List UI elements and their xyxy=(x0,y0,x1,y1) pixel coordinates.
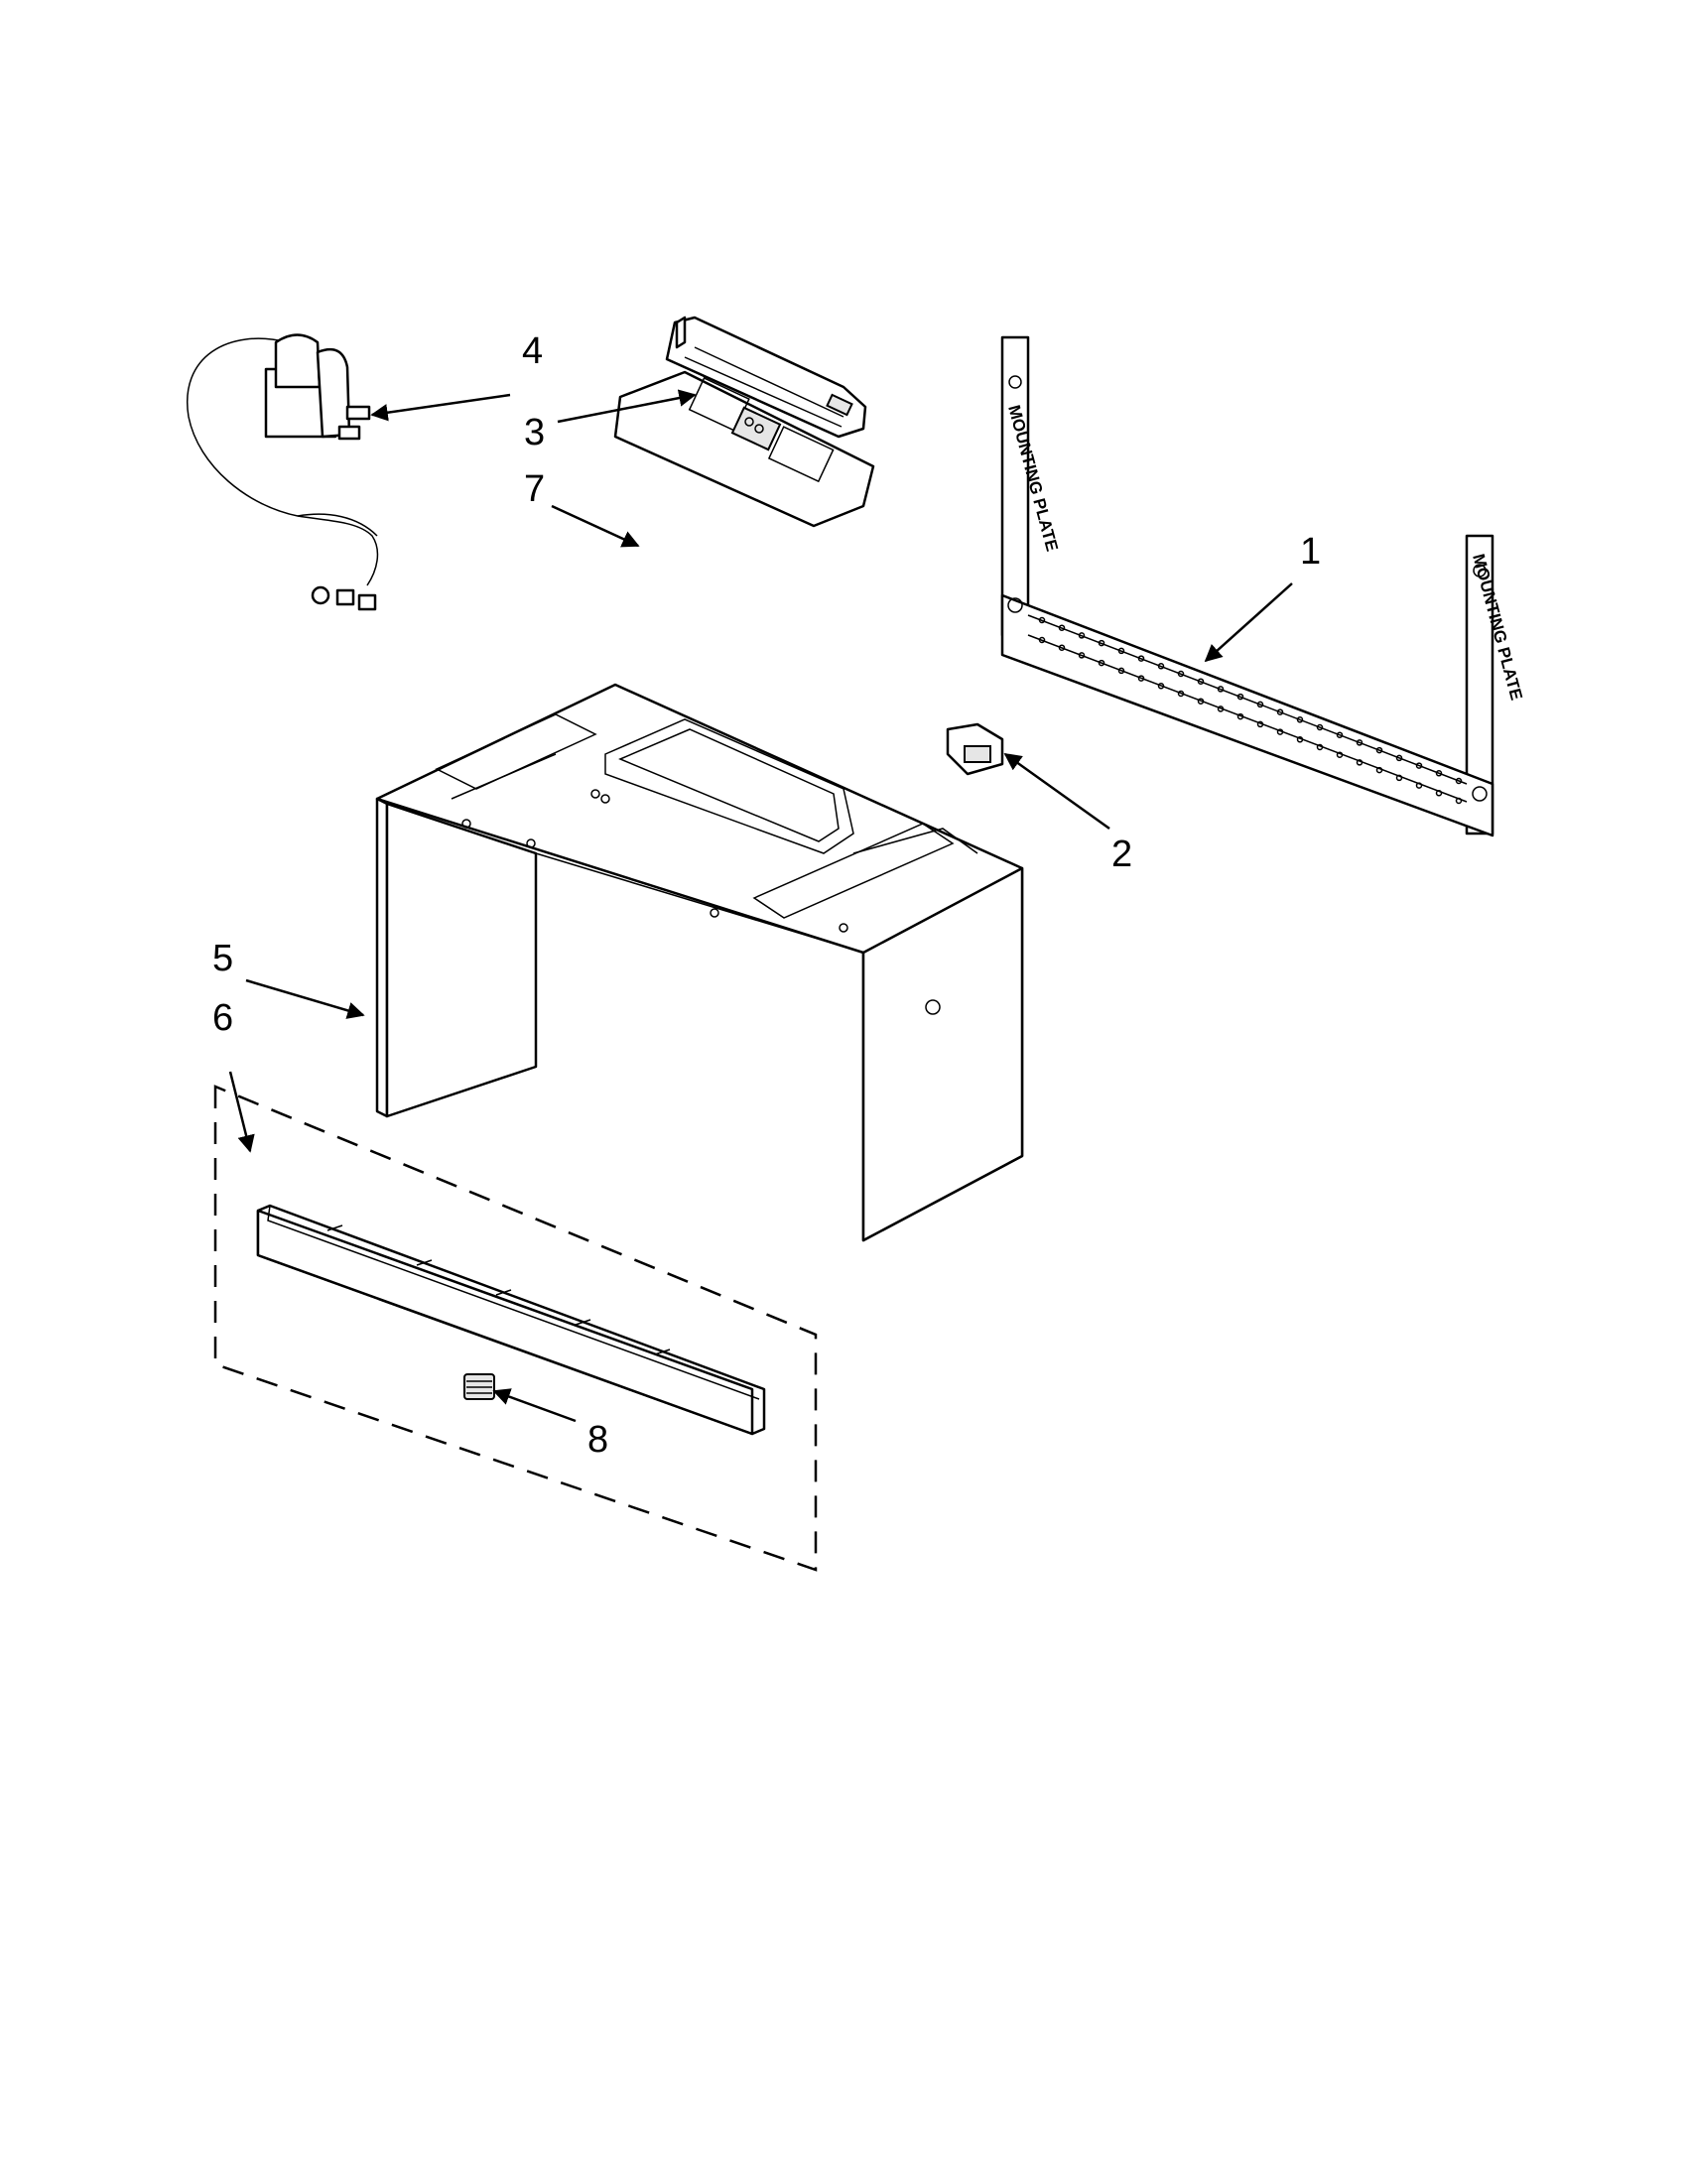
rivet-hole xyxy=(1078,632,1086,639)
rivet-hole xyxy=(1137,655,1145,662)
rivet-hole xyxy=(1058,624,1066,631)
leader-3 xyxy=(557,389,697,424)
rivet-hole xyxy=(1395,754,1403,762)
rivet-hole xyxy=(1038,616,1046,624)
rivet-hole xyxy=(1356,739,1363,746)
rivet-hole xyxy=(1137,675,1145,682)
vent-grille-part[interactable] xyxy=(256,1204,766,1436)
rivet-hole xyxy=(1197,678,1205,685)
rivet-hole xyxy=(1098,659,1105,667)
rivet-hole xyxy=(1058,644,1066,651)
rivet-hole xyxy=(1177,690,1185,698)
callout-8: 8 xyxy=(587,1419,608,1461)
rivet-hole xyxy=(1236,712,1244,720)
rivet-hole xyxy=(1316,723,1324,731)
clip-part[interactable] xyxy=(946,722,1004,776)
rivet-hole xyxy=(1217,686,1225,693)
control-plate-part[interactable] xyxy=(613,370,875,528)
rivet-hole xyxy=(1117,647,1125,655)
rivet-hole xyxy=(1157,683,1165,690)
rivet-hole xyxy=(1197,698,1205,705)
rivet-hole xyxy=(1098,639,1105,647)
leader-7 xyxy=(551,504,640,548)
rivet-hole xyxy=(1296,716,1304,723)
rivet-hole xyxy=(1078,652,1086,659)
rivet-hole xyxy=(1236,693,1244,701)
rivet-hole xyxy=(1038,636,1046,644)
callout-2: 2 xyxy=(1111,834,1132,875)
rivet-hole xyxy=(1435,770,1443,777)
rivet-hole xyxy=(1395,774,1403,782)
rivet-hole xyxy=(1157,663,1165,670)
callout-3: 3 xyxy=(524,412,545,453)
rivet-hole xyxy=(1276,708,1284,715)
rivet-hole xyxy=(1117,667,1125,675)
leader-5 xyxy=(245,978,365,1019)
rivet-hole xyxy=(1375,746,1383,754)
power-cord-part[interactable] xyxy=(187,333,379,611)
cabinet-part[interactable] xyxy=(375,683,1024,1242)
rivet-hole xyxy=(1177,670,1185,678)
leader-6 xyxy=(228,1071,255,1153)
rivet-hole xyxy=(1256,701,1264,708)
rivet-hole xyxy=(1415,782,1423,789)
callout-4: 4 xyxy=(522,330,543,372)
bracket-part[interactable] xyxy=(665,316,867,439)
leader-8 xyxy=(492,1388,577,1423)
rivet-hole xyxy=(1256,720,1264,728)
callout-6: 6 xyxy=(212,997,233,1039)
rivet-hole xyxy=(1435,790,1443,797)
callout-7: 7 xyxy=(524,468,545,510)
leader-2 xyxy=(1003,752,1110,831)
leader-1 xyxy=(1204,582,1293,663)
rivet-hole xyxy=(1276,728,1284,735)
part-6-group-outline xyxy=(213,1085,818,1572)
rivet-hole xyxy=(1356,759,1363,766)
leader-4 xyxy=(370,393,511,422)
rivet-hole xyxy=(1455,777,1463,785)
rivet-hole xyxy=(1455,797,1463,805)
mounting-plate-part[interactable]: MOUNTING PLATE MOUNTING PLATE xyxy=(1000,335,1526,837)
rivet-hole xyxy=(1296,736,1304,743)
filter-part[interactable] xyxy=(463,1373,495,1400)
rivet-hole xyxy=(1415,762,1423,769)
callout-5: 5 xyxy=(212,938,233,979)
rivet-hole xyxy=(1316,743,1324,751)
rivet-hole xyxy=(1336,751,1344,758)
rivet-hole xyxy=(1375,766,1383,774)
rivet-hole xyxy=(1336,731,1344,738)
rivet-hole xyxy=(1217,706,1225,712)
callout-1: 1 xyxy=(1300,531,1321,573)
